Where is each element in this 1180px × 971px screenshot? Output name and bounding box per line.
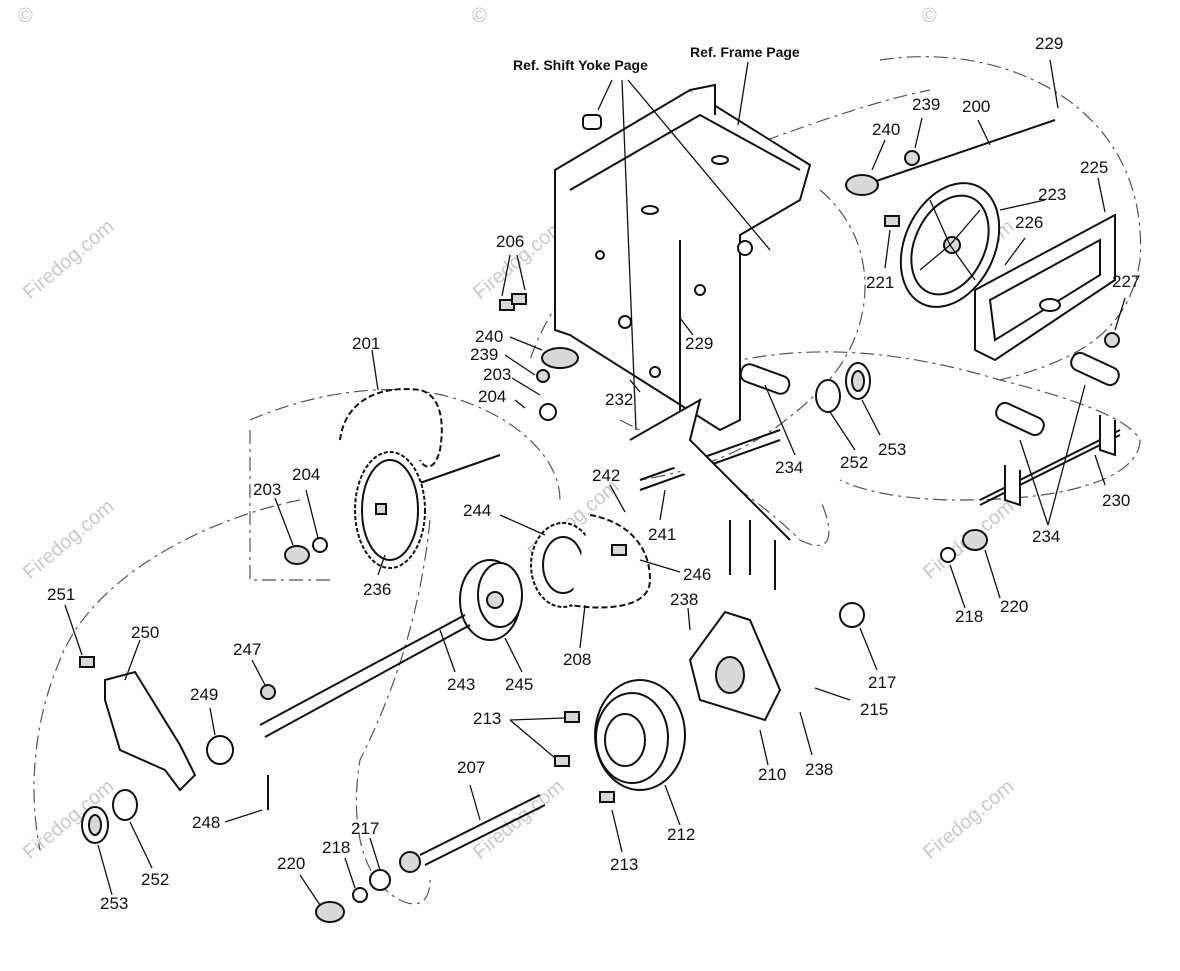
callout-229: 229: [1035, 34, 1063, 53]
sprocket-236: [354, 451, 426, 569]
callout-232: 232: [605, 390, 633, 409]
callout-215: 215: [860, 700, 888, 719]
callout-236: 236: [363, 580, 391, 599]
bracket-250: [104, 670, 197, 792]
callout-244: 244: [463, 501, 491, 520]
callout-253-lower: 253: [100, 894, 128, 913]
housing-210: [688, 610, 782, 722]
callout-241: 241: [648, 525, 676, 544]
callout-203-upper: 203: [483, 365, 511, 384]
callout-246: 246: [683, 565, 711, 584]
callout-227: 227: [1112, 272, 1140, 291]
callout-labels: 229 239 200 240 223 225 226 221 227 206 …: [47, 34, 1140, 913]
callout-217-lower: 217: [351, 819, 379, 838]
callout-239: 239: [912, 95, 940, 114]
callout-240-left: 240: [475, 327, 503, 346]
watermark-copyright: ©: [922, 5, 937, 27]
callout-204-lower: 204: [292, 465, 320, 484]
watermark-brand: Firedog.com: [919, 776, 1018, 864]
bearings-upper: [815, 362, 871, 413]
callout-201: 201: [352, 334, 380, 353]
watermark-brand: Firedog.com: [19, 216, 118, 304]
callout-245: 245: [505, 675, 533, 694]
callout-220-right: 220: [1000, 597, 1028, 616]
callout-252-lower: 252: [141, 870, 169, 889]
callout-230: 230: [1102, 491, 1130, 510]
callout-217-right: 217: [868, 673, 896, 692]
pulley-212: [594, 679, 686, 791]
callout-238-center: 238: [670, 590, 698, 609]
watermark-copyright: ©: [472, 5, 487, 27]
callout-200: 200: [962, 97, 990, 116]
reference-arrows: [582, 61, 771, 431]
callout-218-right: 218: [955, 607, 983, 626]
callout-203-lower: 203: [253, 480, 281, 499]
callout-221: 221: [866, 273, 894, 292]
fasteners: [79, 215, 900, 810]
callout-248: 248: [192, 813, 220, 832]
belt-cover-plate: [974, 213, 1116, 362]
callout-223: 223: [1038, 185, 1066, 204]
callout-226: 226: [1015, 213, 1043, 232]
callout-234-right: 234: [1032, 527, 1060, 546]
callout-242: 242: [592, 466, 620, 485]
chain-208: [569, 514, 652, 609]
callout-204-upper: 204: [478, 387, 506, 406]
callout-252-upper: 252: [840, 453, 868, 472]
callout-247: 247: [233, 640, 261, 659]
callout-243: 243: [447, 675, 475, 694]
bearings-lower: [81, 735, 234, 844]
callout-218-lower: 218: [322, 838, 350, 857]
springs: [739, 351, 1120, 437]
callout-234-center: 234: [775, 458, 803, 477]
callout-239-left: 239: [470, 345, 498, 364]
callout-220-lower: 220: [277, 854, 305, 873]
callout-250: 250: [131, 623, 159, 642]
shaft-207: [399, 794, 546, 873]
callout-240: 240: [872, 120, 900, 139]
watermark-brand: Firedog.com: [469, 776, 568, 864]
callout-225: 225: [1080, 158, 1108, 177]
flange-bearings: [284, 150, 1120, 923]
callout-212: 212: [667, 825, 695, 844]
callout-210: 210: [758, 765, 786, 784]
ref-frame-label: Ref. Frame Page: [690, 44, 800, 60]
callout-213-lower: 213: [610, 855, 638, 874]
axle-243: [259, 614, 471, 738]
callout-213-upper: 213: [473, 709, 501, 728]
ref-shift-yoke-label: Ref. Shift Yoke Page: [513, 57, 648, 73]
callout-229-center: 229: [685, 334, 713, 353]
callout-251: 251: [47, 585, 75, 604]
callout-253-upper: 253: [878, 440, 906, 459]
watermark-copyright: ©: [18, 5, 33, 27]
chain-201: [339, 388, 443, 468]
callout-238-lower: 238: [805, 760, 833, 779]
drive-hub: [459, 522, 596, 641]
shift-linkage: [629, 397, 1116, 590]
callout-249: 249: [190, 685, 218, 704]
callout-206: 206: [496, 232, 524, 251]
callout-leaders: [64, 59, 1126, 906]
callout-208: 208: [563, 650, 591, 669]
watermark-brand: Firedog.com: [19, 496, 118, 584]
friction-wheel: [899, 182, 1001, 308]
frame-chassis: [554, 83, 812, 432]
callout-207: 207: [457, 758, 485, 777]
shaft-200: [849, 119, 1056, 191]
